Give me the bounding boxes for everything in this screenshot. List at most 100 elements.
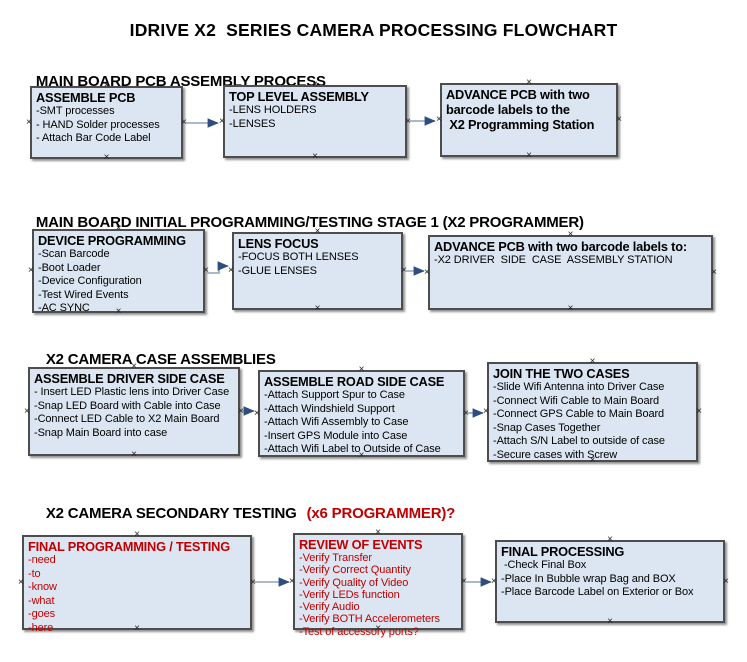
- section-heading-accent: (x6 PROGRAMMER)?: [306, 505, 456, 522]
- connector-arrow: [207, 261, 229, 274]
- box-item: -Place Barcode Label on Exterior or Box: [501, 586, 694, 599]
- connection-point-icon: ×: [203, 265, 209, 276]
- box-item: -Test of accessory ports?: [299, 625, 419, 638]
- box-item: -Test Wired Events: [38, 288, 129, 301]
- connection-point-icon: ×: [405, 115, 411, 127]
- box-item: -FOCUS BOTH LENSES: [238, 251, 359, 263]
- box-title: DEVICE PROGRAMMING: [38, 233, 186, 248]
- box-item: -LENSES: [229, 117, 276, 130]
- box-item: -Attach Windshield Support: [264, 402, 395, 415]
- box-title: ASSEMBLE DRIVER SIDE CASE: [34, 371, 225, 386]
- box-item: -Verify Audio: [299, 601, 360, 614]
- box-item: -X2 DRIVER SIDE CASE ASSEMBLY STATION: [434, 254, 673, 266]
- box-title: LENS FOCUS: [238, 236, 319, 251]
- flow-box-lens-focus[interactable]: LENS FOCUS -FOCUS BOTH LENSES -GLUE LENS…: [228, 227, 407, 314]
- box-title: REVIEW OF EVENTS: [299, 537, 423, 552]
- connection-point-icon: ×: [254, 407, 260, 419]
- section-heading-secondary-testing: X2 CAMERA SECONDARY TESTING (x6 PROGRAMME…: [30, 488, 455, 539]
- connection-point-icon: ×: [131, 449, 137, 460]
- flow-box-final-processing[interactable]: FINAL PROCESSING -Check Final Box -Place…: [491, 535, 729, 627]
- box-item: -GLUE LENSES: [238, 264, 317, 277]
- box-item: -here: [28, 621, 54, 634]
- box-item: -Attach Wifi Assembly to Case: [264, 416, 409, 429]
- flow-box-assemble-pcb[interactable]: ASSEMBLE PCB -SMT processes - HAND Solde…: [26, 81, 187, 163]
- connection-point-icon: ×: [696, 406, 702, 417]
- flow-box-assemble-road-side-case[interactable]: ASSEMBLE ROAD SIDE CASE -Attach Support …: [254, 365, 469, 461]
- connection-point-icon: ×: [711, 266, 717, 278]
- flow-box-join-the-two-cases[interactable]: JOIN THE TWO CASES -Slide Wifi Antenna i…: [483, 357, 702, 466]
- box-item: -Verify BOTH Accelerometers: [299, 613, 440, 626]
- connection-point-icon: ×: [483, 406, 489, 417]
- box-item: -Snap Main Board into case: [34, 426, 168, 439]
- flow-box-device-programming[interactable]: DEVICE PROGRAMMING -Scan Barcode -Boot L…: [28, 224, 209, 317]
- box-item: -Attach Support Spur to Case: [264, 389, 405, 401]
- connection-point-icon: ×: [463, 407, 469, 419]
- section-heading-initial-programming: MAIN BOARD INITIAL PROGRAMMING/TESTING S…: [20, 197, 584, 248]
- box-item: -Connect LED Cable to X2 Main Board: [34, 413, 220, 426]
- flow-box-top-level-assembly[interactable]: TOP LEVEL ASSEMBLY -LENS HOLDERS -LENSES…: [219, 80, 411, 162]
- connection-point-icon: ×: [181, 116, 187, 128]
- box-title: ADVANCE PCB with two barcode labels to:: [434, 239, 687, 254]
- box-item: - Attach Bar Code Label: [36, 132, 151, 145]
- box-item: -Connect GPS Cable to Main Board: [493, 408, 665, 421]
- connection-point-icon: ×: [26, 116, 32, 128]
- box-item: -know: [28, 581, 57, 594]
- page-title: IDRIVE X2 SERIES CAMERA PROCESSING FLOWC…: [129, 20, 618, 40]
- connection-point-icon: ×: [616, 114, 622, 125]
- box-item: -AC SYNC: [38, 302, 90, 315]
- connection-point-icon: ×: [314, 303, 321, 314]
- connection-point-icon: ×: [228, 265, 234, 276]
- box-item: -Connect Wifi Cable to Main Board: [493, 394, 660, 407]
- connection-point-icon: ×: [24, 405, 30, 417]
- connection-point-icon: ×: [491, 575, 497, 587]
- section-heading-text: X2 CAMERA SECONDARY TESTING: [45, 505, 297, 522]
- box-title: FINAL PROCESSING: [501, 544, 625, 559]
- connection-point-icon: ×: [401, 265, 407, 276]
- box-item: -need: [28, 554, 56, 566]
- connection-point-icon: ×: [219, 115, 225, 127]
- flow-box-advance-to-case-assembly[interactable]: ADVANCE PCB with two barcode labels to: …: [424, 230, 717, 314]
- box-item: -Verify LEDs function: [299, 588, 400, 601]
- box-item: -what: [28, 594, 55, 607]
- flow-box-assemble-driver-side-case[interactable]: ASSEMBLE DRIVER SIDE CASE - Insert LED P…: [24, 362, 244, 460]
- flow-box-advance-to-programming-station[interactable]: ADVANCE PCB with two barcode labels to t…: [436, 78, 622, 161]
- box-item: -SMT processes: [36, 105, 115, 117]
- box-item: - Insert LED Plastic lens into Driver Ca…: [34, 386, 230, 398]
- box-title: ASSEMBLE PCB: [36, 90, 136, 105]
- box-item: -LENS HOLDERS: [229, 104, 317, 116]
- box-item: -Verify Quality of Video: [299, 576, 409, 589]
- flow-box-final-programming-testing[interactable]: FINAL PROGRAMMING / TESTING -need -to -k…: [18, 530, 256, 634]
- connection-point-icon: ×: [103, 152, 110, 163]
- box-item: -Verify Transfer: [299, 552, 372, 564]
- box-item: -goes: [28, 608, 56, 621]
- section-heading-text: MAIN BOARD INITIAL PROGRAMMING/TESTING S…: [35, 214, 584, 231]
- connection-point-icon: ×: [250, 576, 256, 588]
- connection-point-icon: ×: [238, 405, 244, 417]
- connection-point-icon: ×: [526, 150, 532, 161]
- box-item: -Insert GPS Module into Case: [264, 429, 408, 442]
- connection-point-icon: ×: [461, 575, 467, 587]
- box-item: -Snap LED Board with Cable into Case: [34, 399, 221, 412]
- connection-point-icon: ×: [436, 114, 442, 125]
- connection-point-icon: ×: [312, 151, 318, 162]
- box-item: -Slide Wifi Antenna into Driver Case: [493, 381, 665, 393]
- connection-point-icon: ×: [607, 616, 613, 627]
- box-title: ASSEMBLE ROAD SIDE CASE: [264, 374, 445, 389]
- connection-point-icon: ×: [424, 266, 430, 278]
- box-item: -Attach S/N Label to outside of case: [493, 435, 665, 448]
- flow-box-review-of-events[interactable]: REVIEW OF EVENTS -Verify Transfer -Verif…: [289, 528, 467, 638]
- box-title: TOP LEVEL ASSEMBLY: [229, 89, 369, 104]
- box-item: -to: [28, 567, 41, 580]
- box-item: -Check Final Box: [501, 559, 587, 571]
- box-item: -Scan Barcode: [38, 248, 110, 260]
- connection-point-icon: ×: [28, 265, 34, 276]
- box-item: - HAND Solder processes: [36, 118, 160, 131]
- box-title: ADVANCE PCB with two barcode labels to t…: [446, 87, 595, 132]
- box-item: -Device Configuration: [38, 275, 142, 288]
- box-item: -Secure cases with Screw: [493, 448, 618, 461]
- connection-point-icon: ×: [18, 576, 24, 588]
- box-item: -Place In Bubble wrap Bag and BOX: [501, 572, 676, 585]
- box-item: -Boot Loader: [38, 261, 101, 274]
- box-title: FINAL PROGRAMMING / TESTING: [28, 539, 230, 554]
